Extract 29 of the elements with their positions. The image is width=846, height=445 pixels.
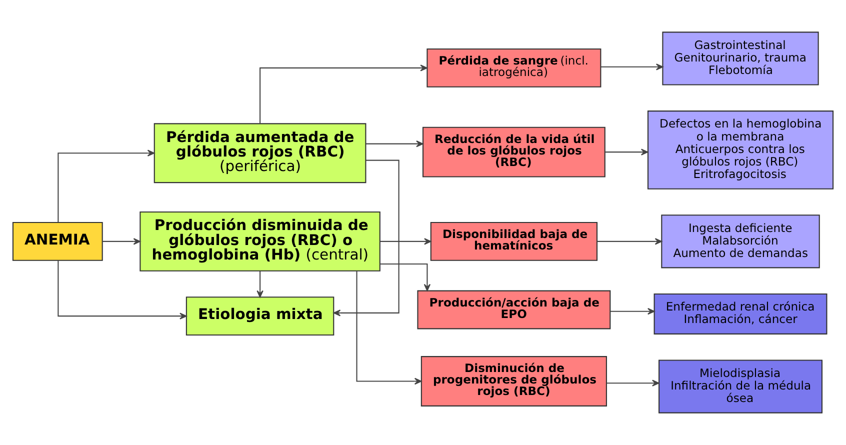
arrow	[366, 140, 424, 148]
node-box: Gastrointestinal Genitourinario, trauma Flebotomía	[662, 32, 819, 86]
arrow	[260, 64, 428, 124]
node-box: Pérdida de sangre (incl. iatrogénica)	[426, 48, 602, 88]
arrow	[380, 238, 432, 245]
arrow	[58, 150, 155, 222]
arrow	[605, 148, 648, 156]
node-box: Enfermedad renal crónica Inflamación, cáncer	[654, 293, 828, 334]
node-box: Disponibilidad baja de hematínicos	[430, 222, 598, 261]
arrow	[610, 308, 655, 315]
arrow	[102, 238, 141, 245]
arrow	[356, 271, 422, 385]
arrow	[256, 270, 264, 298]
arrow	[380, 264, 431, 292]
node-box: Reducción de la vida útil de los glóbulos rojos (RBC)	[422, 126, 606, 178]
node-box: Producción disminuida de glóbulos rojos (RBC) o hemoglobina (Hb) (central)	[140, 211, 380, 272]
arrow	[333, 160, 400, 316]
node-box: Producción/acción baja de EPO	[417, 290, 611, 330]
arrow	[606, 380, 660, 386]
arrow	[58, 260, 187, 320]
node-box: Defectos en la hemoglobina o la membrana Anticuerpos contra los glóbulos rojos (RBC) Eritrofagocitosis	[647, 110, 834, 190]
node-box: Pérdida aumentada de glóbulos rojos (RBC) (periférica)	[154, 123, 366, 184]
node-box: Disminución de progenitores de glóbulos rojos (RBC)	[420, 356, 607, 406]
arrow	[600, 64, 664, 70]
node-box: ANEMIA	[12, 222, 103, 261]
node-box: Ingesta deficiente Malabsorción Aumento de demandas	[661, 214, 820, 268]
node-box: Etiologia mixta	[186, 296, 334, 336]
arrow	[597, 238, 662, 245]
node-box: Mielodisplasia Infiltración de la médula ósea	[658, 360, 823, 414]
